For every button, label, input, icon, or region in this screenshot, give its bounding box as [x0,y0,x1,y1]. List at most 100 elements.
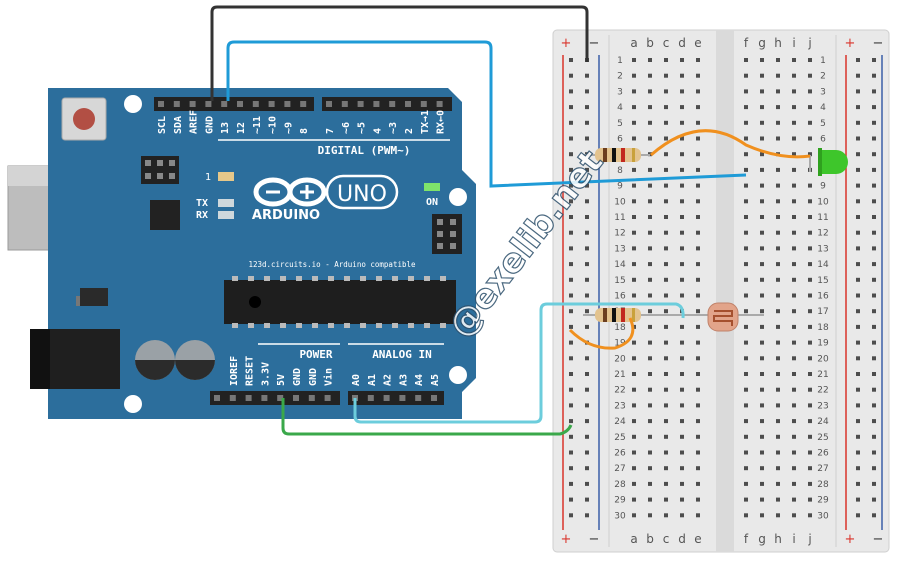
hole[interactable] [585,105,589,110]
hole[interactable] [696,199,700,204]
hole[interactable] [872,215,876,219]
hole[interactable] [856,419,860,424]
wire-orange-led[interactable] [650,129,811,159]
hole[interactable] [680,356,684,361]
header-pin[interactable] [252,101,259,107]
hole[interactable] [808,513,812,518]
hole[interactable] [696,387,700,392]
hole[interactable] [808,183,812,188]
hole[interactable] [569,356,573,361]
hole[interactable] [680,387,684,392]
hole[interactable] [648,387,652,392]
hole[interactable] [696,152,700,157]
hole[interactable] [792,403,796,408]
hole[interactable] [760,309,764,314]
hole[interactable] [792,89,796,94]
hole[interactable] [648,199,652,204]
hole[interactable] [569,309,573,314]
hole[interactable] [664,324,668,329]
header-pin[interactable] [383,395,390,401]
hole[interactable] [648,372,652,376]
hole[interactable] [569,105,573,110]
hole[interactable] [808,356,812,361]
hole[interactable] [792,481,796,486]
hole[interactable] [792,293,796,298]
hole[interactable] [808,199,812,204]
hole[interactable] [696,434,700,439]
hole[interactable] [632,262,636,267]
hole[interactable] [776,136,780,141]
hole[interactable] [680,513,684,518]
hole[interactable] [585,136,589,141]
hole[interactable] [585,246,589,251]
hole[interactable] [648,73,652,78]
hole[interactable] [872,89,876,94]
hole[interactable] [696,215,700,219]
hole[interactable] [680,466,684,471]
hole[interactable] [856,387,860,392]
hole[interactable] [760,73,764,78]
hole[interactable] [856,73,860,78]
header-pin[interactable] [324,395,331,401]
hole[interactable] [856,293,860,298]
hole[interactable] [648,136,652,141]
hole[interactable] [872,262,876,267]
hole[interactable] [776,73,780,78]
hole[interactable] [744,73,748,78]
hole[interactable] [744,277,748,282]
hole[interactable] [808,497,812,502]
resistor-top[interactable] [583,148,650,162]
hole[interactable] [680,167,684,172]
hole[interactable] [792,73,796,78]
hole[interactable] [856,466,860,471]
hole[interactable] [664,309,668,314]
hole[interactable] [760,434,764,439]
hole[interactable] [585,324,589,329]
hole[interactable] [664,105,668,110]
hole[interactable] [680,450,684,455]
header-pin[interactable] [261,395,268,401]
hole[interactable] [569,324,573,329]
hole[interactable] [648,356,652,361]
hole[interactable] [664,73,668,78]
hole[interactable] [648,89,652,94]
hole[interactable] [585,466,589,471]
hole[interactable] [776,246,780,251]
hole[interactable] [648,262,652,267]
hole[interactable] [760,340,764,345]
hole[interactable] [776,167,780,172]
hole[interactable] [696,277,700,282]
hole[interactable] [792,513,796,518]
hole[interactable] [680,246,684,251]
hole[interactable] [585,262,589,267]
header-pin[interactable] [293,395,299,401]
hole[interactable] [664,167,668,172]
hole[interactable] [792,309,796,314]
header-pin[interactable] [389,101,396,107]
hole[interactable] [585,450,589,455]
hole[interactable] [569,340,573,345]
hole[interactable] [696,324,700,329]
hole[interactable] [856,152,860,157]
hole[interactable] [632,199,636,204]
hole[interactable] [569,58,573,62]
wire-black-gnd[interactable] [210,5,589,101]
hole[interactable] [792,199,796,204]
hole[interactable] [856,58,860,62]
hole[interactable] [680,183,684,188]
header-pin[interactable] [300,101,307,107]
hole[interactable] [776,513,780,518]
hole[interactable] [569,230,573,235]
hole[interactable] [872,152,876,157]
hole[interactable] [792,152,796,157]
hole[interactable] [760,136,764,141]
hole[interactable] [680,497,684,502]
hole[interactable] [664,450,668,455]
hole[interactable] [760,199,764,204]
hole[interactable] [776,481,780,486]
hole[interactable] [760,513,764,518]
hole[interactable] [744,450,748,455]
header-pin[interactable] [221,101,228,107]
hole[interactable] [808,120,812,125]
hole[interactable] [680,434,684,439]
